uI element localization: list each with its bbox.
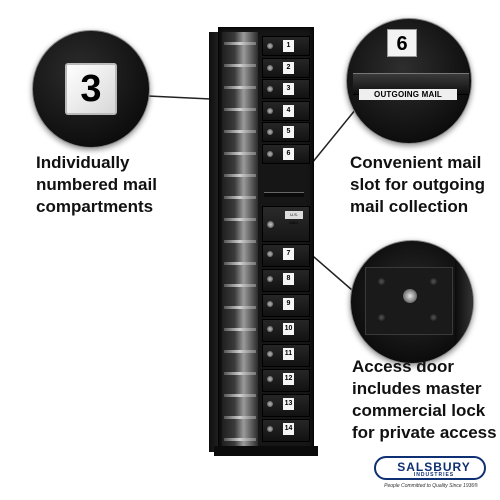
- compartment-number: 12: [283, 373, 294, 385]
- caption-line: commercial lock: [352, 401, 486, 420]
- mail-compartment-door: 12: [262, 369, 310, 392]
- door-rib: [224, 306, 256, 309]
- mail-compartment-door: 7: [262, 244, 310, 267]
- logo-tagline: People Committed to Quality Since 1936®: [384, 483, 478, 489]
- door-rib: [224, 42, 256, 45]
- door-rib: [224, 416, 256, 419]
- compartment-number: 1: [283, 40, 294, 52]
- rivet-icon: [430, 278, 437, 285]
- door-rib: [224, 240, 256, 243]
- mail-compartment-door: 2: [262, 57, 310, 78]
- callout-circle-numbered: 3: [32, 30, 150, 148]
- mail-compartment-door: 8: [262, 269, 310, 292]
- compartment-number: 4: [283, 104, 294, 117]
- logo-badge: SALSBURY INDUSTRIES: [374, 456, 486, 480]
- compartment-number: 10: [283, 323, 294, 335]
- outgoing-mail-label: OUTGOING MAIL: [359, 89, 457, 100]
- door-lock-icon: [267, 86, 273, 92]
- compartment-number: 14: [283, 423, 294, 435]
- door-lock-icon: [267, 129, 273, 135]
- access-door-plate: U.S. MAIL: [285, 211, 303, 225]
- door-lock-icon: [267, 43, 273, 49]
- mail-compartment-door: 9: [262, 294, 310, 317]
- door-rib: [224, 328, 256, 331]
- caption-line: compartments: [36, 197, 154, 216]
- access-door: U.S. MAIL: [262, 206, 310, 242]
- compartment-number: 6: [283, 147, 294, 160]
- callout-circle-outgoing: 6 OUTGOING MAIL: [346, 18, 472, 144]
- mail-compartment-door: 1: [262, 36, 310, 56]
- caption-line: Convenient mail: [350, 153, 482, 172]
- salsbury-logo: SALSBURY INDUSTRIES People Committed to …: [370, 456, 492, 496]
- compartment-number: 7: [283, 248, 294, 260]
- door-lock-icon: [267, 107, 273, 114]
- door-rib: [224, 284, 256, 287]
- compartment-number: 9: [283, 298, 294, 310]
- caption-line: Access door: [352, 357, 455, 376]
- caption-numbered-compartments: Individually numbered mail compartments: [36, 152, 196, 218]
- number-plate-6: 6: [387, 29, 417, 57]
- master-lock-icon: [267, 221, 274, 228]
- outgoing-mail-slot: [264, 192, 304, 197]
- caption-access-door: Access door includes master commercial l…: [352, 356, 500, 444]
- door-lock-icon: [267, 376, 273, 382]
- caption-line: Individually: [36, 153, 130, 172]
- door-lock-icon: [267, 326, 273, 332]
- caption-line: slot for outgoing: [350, 175, 486, 194]
- door-rib: [224, 372, 256, 375]
- caption-line: for private access: [352, 423, 497, 442]
- compartment-number: 3: [283, 83, 294, 95]
- door-rib: [224, 108, 256, 111]
- compartment-number: 5: [283, 126, 294, 138]
- logo-subtitle: INDUSTRIES: [413, 472, 455, 478]
- door-rib: [224, 350, 256, 353]
- number-plate-3: 3: [65, 63, 117, 115]
- door-rib: [224, 152, 256, 155]
- door-edge: [455, 261, 473, 345]
- caption-line: numbered mail: [36, 175, 157, 194]
- mail-compartment-door: 4: [262, 100, 310, 121]
- mail-compartment-door: 14: [262, 419, 310, 442]
- door-lock-icon: [267, 401, 273, 407]
- caption-line: includes master: [352, 379, 482, 398]
- caption-outgoing-slot: Convenient mail slot for outgoing mail c…: [350, 152, 498, 218]
- rivet-icon: [430, 314, 437, 321]
- door-rib: [224, 174, 256, 177]
- compartment-number: 8: [283, 273, 294, 285]
- rivet-icon: [378, 278, 385, 285]
- cabinet-base: [214, 446, 318, 456]
- door-rib: [224, 262, 256, 265]
- logo-name: SALSBURY: [397, 460, 471, 474]
- mail-compartment-door: 10: [262, 319, 310, 342]
- compartment-number: 11: [283, 348, 294, 360]
- rivet-icon: [378, 314, 385, 321]
- door-lock-icon: [267, 351, 273, 357]
- door-lock-icon: [267, 150, 273, 157]
- door-rib: [224, 394, 256, 397]
- mail-compartment-door: 6: [262, 143, 310, 164]
- callout-circle-access: [350, 240, 474, 364]
- mail-compartment-door: 13: [262, 394, 310, 417]
- door-lock-icon: [267, 276, 273, 282]
- door-lock-icon: [267, 251, 273, 257]
- door-lock-icon: [267, 426, 273, 432]
- compartment-number: 13: [283, 398, 294, 410]
- door-rib: [224, 196, 256, 199]
- door-lock-icon: [267, 301, 273, 307]
- compartment-number: 2: [283, 61, 294, 74]
- door-rib: [224, 86, 256, 89]
- door-rib: [224, 130, 256, 133]
- mail-compartment-door: 3: [262, 79, 310, 99]
- mail-compartment-door: 5: [262, 122, 310, 142]
- door-rib: [224, 438, 256, 441]
- door-rib: [224, 218, 256, 221]
- caption-line: mail collection: [350, 197, 469, 216]
- open-front-door: [222, 32, 258, 448]
- door-rib: [224, 64, 256, 67]
- lock-cylinder-icon: [403, 289, 417, 303]
- door-lock-icon: [267, 64, 273, 71]
- mail-compartment-door: 11: [262, 344, 310, 367]
